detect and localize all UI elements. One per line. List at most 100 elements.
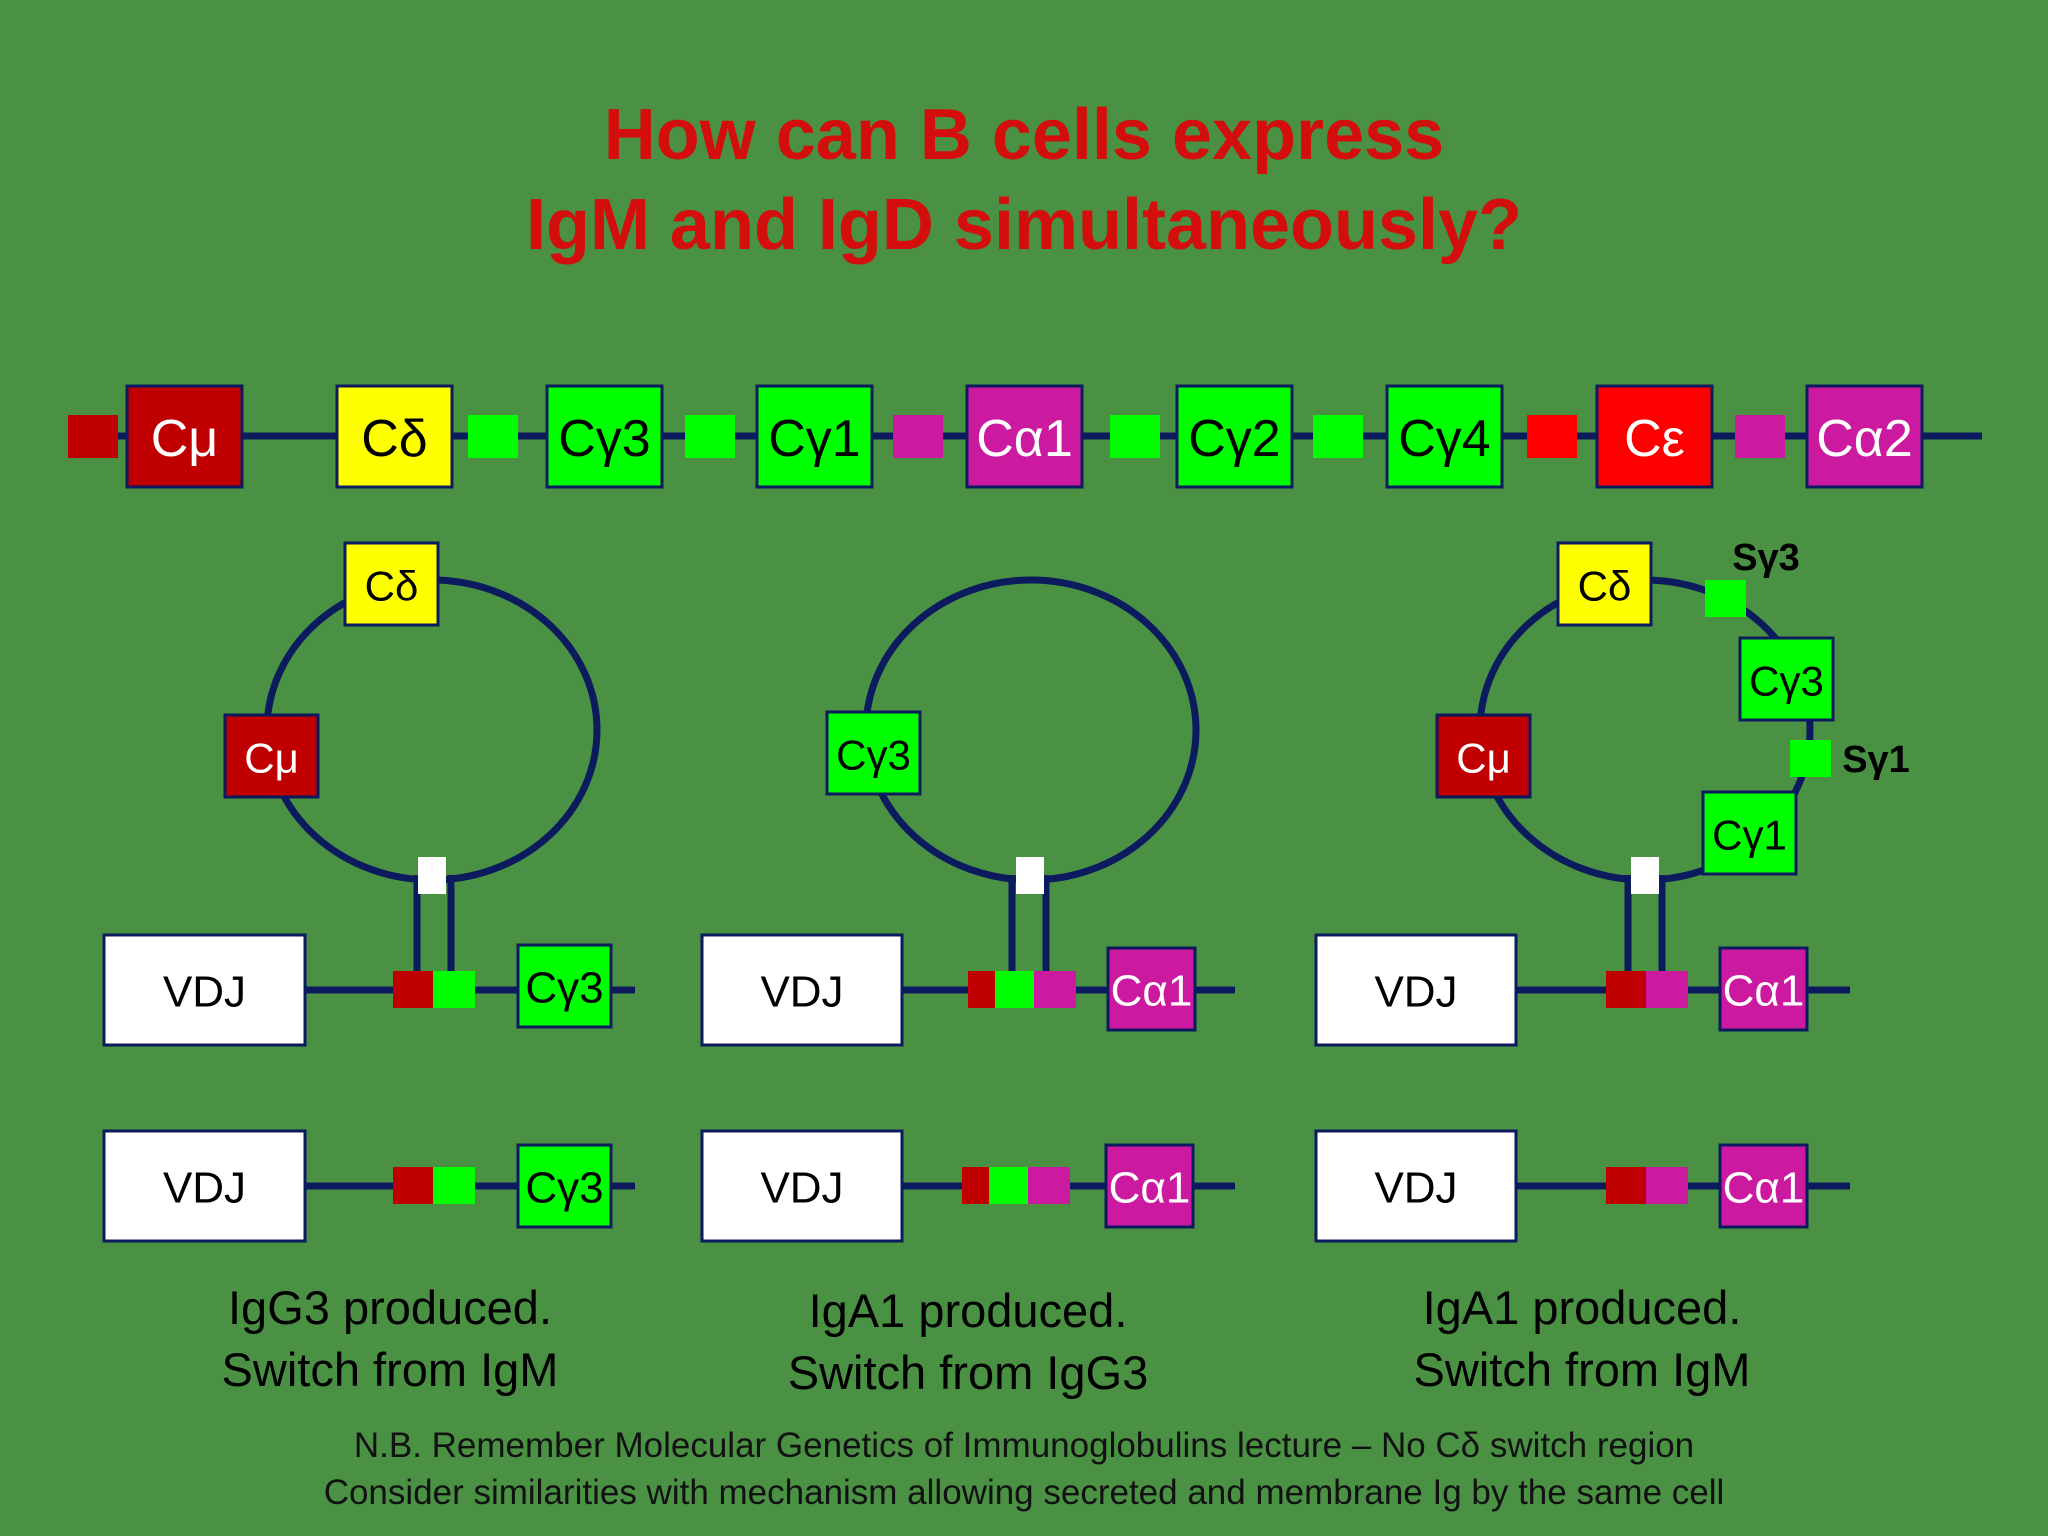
switch-region-gamma4 xyxy=(1313,415,1363,458)
upper-vdj-box xyxy=(700,933,904,1047)
upper-switch-alpha1 xyxy=(1034,971,1076,1008)
lower-switch-mu xyxy=(1606,1167,1646,1204)
lower-vdj-label: VDJ xyxy=(1374,1164,1457,1213)
upper-c-segment xyxy=(1718,946,1809,1032)
germline-label-cgamma3: Cγ3 xyxy=(558,410,650,468)
upper-switch-gamma3 xyxy=(433,971,475,1008)
upper-vdj-label: VDJ xyxy=(760,968,843,1017)
germline-segment-calpha1 xyxy=(965,384,1084,489)
lower-c-label: Cγ3 xyxy=(525,1164,603,1213)
germline-locus: Cμ Cδ Cγ3 Cγ1 Cα1 Cγ2 Cγ4 Cε Cα2 xyxy=(68,384,1982,489)
upper-switch-gamma3 xyxy=(995,971,1034,1008)
lower-c-label: Cα1 xyxy=(1723,1164,1805,1213)
footnote-line-2: Consider similarities with mechanism all… xyxy=(323,1473,1725,1512)
title-line-1: How can B cells express xyxy=(603,95,1445,175)
germline-label-calpha2: Cα2 xyxy=(1816,410,1913,468)
caption-panel-3: IgA1 produced. Switch from IgM xyxy=(1332,1277,1832,1401)
germline-segment-cdelta xyxy=(335,384,454,489)
switch-label-sgamma3: Sγ3 xyxy=(1732,537,1800,579)
lower-vdj-box xyxy=(102,1129,307,1243)
loop-segment-cdelta xyxy=(343,541,440,627)
panel-igg3-from-igm: Cδ Cμ VDJ Cγ3 VDJ Cγ3 xyxy=(102,541,635,1243)
switch-region-alpha1 xyxy=(893,415,943,458)
germline-segment-cgamma3 xyxy=(545,384,664,489)
loop-segment-cmu xyxy=(1435,713,1532,799)
panel-iga1-from-igg3: Cγ3 VDJ Cα1 VDJ Cα1 xyxy=(700,576,1235,1243)
caption-panel-1-line-1: IgG3 produced. xyxy=(228,1281,552,1334)
germline-label-calpha1: Cα1 xyxy=(976,410,1073,468)
upper-switch-alpha1 xyxy=(1646,971,1688,1008)
upper-switch-mu xyxy=(968,971,995,1008)
switch-region-epsilon xyxy=(1527,415,1577,458)
upper-vdj-box xyxy=(102,933,307,1047)
loop-label-cgamma1: Cγ1 xyxy=(1712,812,1787,859)
lower-switch-mu xyxy=(393,1167,433,1204)
germline-segment-cgamma2 xyxy=(1175,384,1294,489)
loop-label-cgamma3: Cγ3 xyxy=(836,732,911,779)
loop-label-cdelta: Cδ xyxy=(1578,563,1632,610)
caption-panel-2-line-2: Switch from IgG3 xyxy=(787,1346,1149,1399)
title-line-2: IgM and IgD simultaneously? xyxy=(525,185,1523,265)
lower-vdj-box xyxy=(700,1129,904,1243)
lower-vdj-label: VDJ xyxy=(163,1164,246,1213)
switch-region-alpha2 xyxy=(1735,415,1785,458)
germline-label-cmu: Cμ xyxy=(151,410,219,468)
loop-segment-cgamma3 xyxy=(1738,636,1835,722)
lower-c-segment xyxy=(1104,1143,1195,1229)
lower-switch-alpha1 xyxy=(1646,1167,1688,1204)
lower-switch-mu xyxy=(962,1167,989,1204)
germline-segment-cmu xyxy=(125,384,244,489)
upper-c-segment xyxy=(1106,946,1197,1032)
caption-panel-3-line-2: Switch from IgM xyxy=(1413,1343,1751,1396)
loop-switch-sgamma3 xyxy=(1705,580,1746,617)
upper-vdj-box xyxy=(1314,933,1518,1047)
caption-panel-2: IgA1 produced. Switch from IgG3 xyxy=(718,1280,1218,1404)
loop-label-cdelta: Cδ xyxy=(365,563,419,610)
lower-vdj-label: VDJ xyxy=(760,1164,843,1213)
footnote-line-1: N.B. Remember Molecular Genetics of Immu… xyxy=(353,1426,1695,1465)
loop-segment-cdelta xyxy=(1556,541,1653,627)
caption-panel-1-line-2: Switch from IgM xyxy=(221,1343,559,1396)
switch-junction xyxy=(1016,857,1044,894)
lower-c-segment xyxy=(516,1143,613,1229)
loop-label-cmu: Cμ xyxy=(244,735,299,782)
lower-c-label: Cα1 xyxy=(1109,1164,1191,1213)
loop-segment-cgamma1 xyxy=(1701,790,1798,876)
lower-switch-gamma3 xyxy=(989,1167,1028,1204)
switch-label-sgamma1: Sγ1 xyxy=(1842,739,1910,781)
caption-panel-3-line-1: IgA1 produced. xyxy=(1422,1281,1742,1334)
upper-c-segment xyxy=(516,943,613,1029)
germline-segment-calpha2 xyxy=(1805,384,1924,489)
switch-region-gamma2 xyxy=(1110,415,1160,458)
loop-label-cgamma3: Cγ3 xyxy=(1749,658,1824,705)
loop-segment-cmu xyxy=(223,713,320,799)
loop-label-cmu: Cμ xyxy=(1456,735,1511,782)
switch-region-mu xyxy=(68,415,118,458)
germline-label-cgamma1: Cγ1 xyxy=(768,410,860,468)
lower-c-segment xyxy=(1718,1143,1809,1229)
upper-vdj-label: VDJ xyxy=(1374,968,1457,1017)
switch-junction xyxy=(1631,857,1659,894)
loop-switch-sgamma1 xyxy=(1790,740,1831,777)
germline-segment-cgamma1 xyxy=(755,384,874,489)
germline-segment-cgamma4 xyxy=(1385,384,1504,489)
upper-switch-mu xyxy=(393,971,433,1008)
germline-label-cgamma2: Cγ2 xyxy=(1188,410,1280,468)
switch-junction xyxy=(418,857,446,894)
lower-switch-alpha1 xyxy=(1028,1167,1070,1204)
upper-c-label: Cγ3 xyxy=(525,964,603,1013)
upper-switch-mu xyxy=(1606,971,1646,1008)
switch-region-gamma3 xyxy=(468,415,518,458)
germline-segment-cepsilon xyxy=(1595,384,1714,489)
panel-iga1-from-igm: Cδ Cμ Cγ3 Cγ1 Sγ3 Sγ1 VDJ Cα1 VDJ Cα1 xyxy=(1314,537,1910,1243)
caption-panel-1: IgG3 produced. Switch from IgM xyxy=(140,1277,640,1401)
germline-label-cdelta: Cδ xyxy=(361,410,428,468)
germline-label-cgamma4: Cγ4 xyxy=(1398,410,1490,468)
lower-vdj-box xyxy=(1314,1129,1518,1243)
lower-switch-gamma3 xyxy=(433,1167,475,1204)
loop-segment-cgamma3 xyxy=(825,710,922,796)
germline-label-cepsilon: Cε xyxy=(1624,410,1685,468)
upper-vdj-label: VDJ xyxy=(163,968,246,1017)
caption-panel-2-line-1: IgA1 produced. xyxy=(808,1284,1128,1337)
